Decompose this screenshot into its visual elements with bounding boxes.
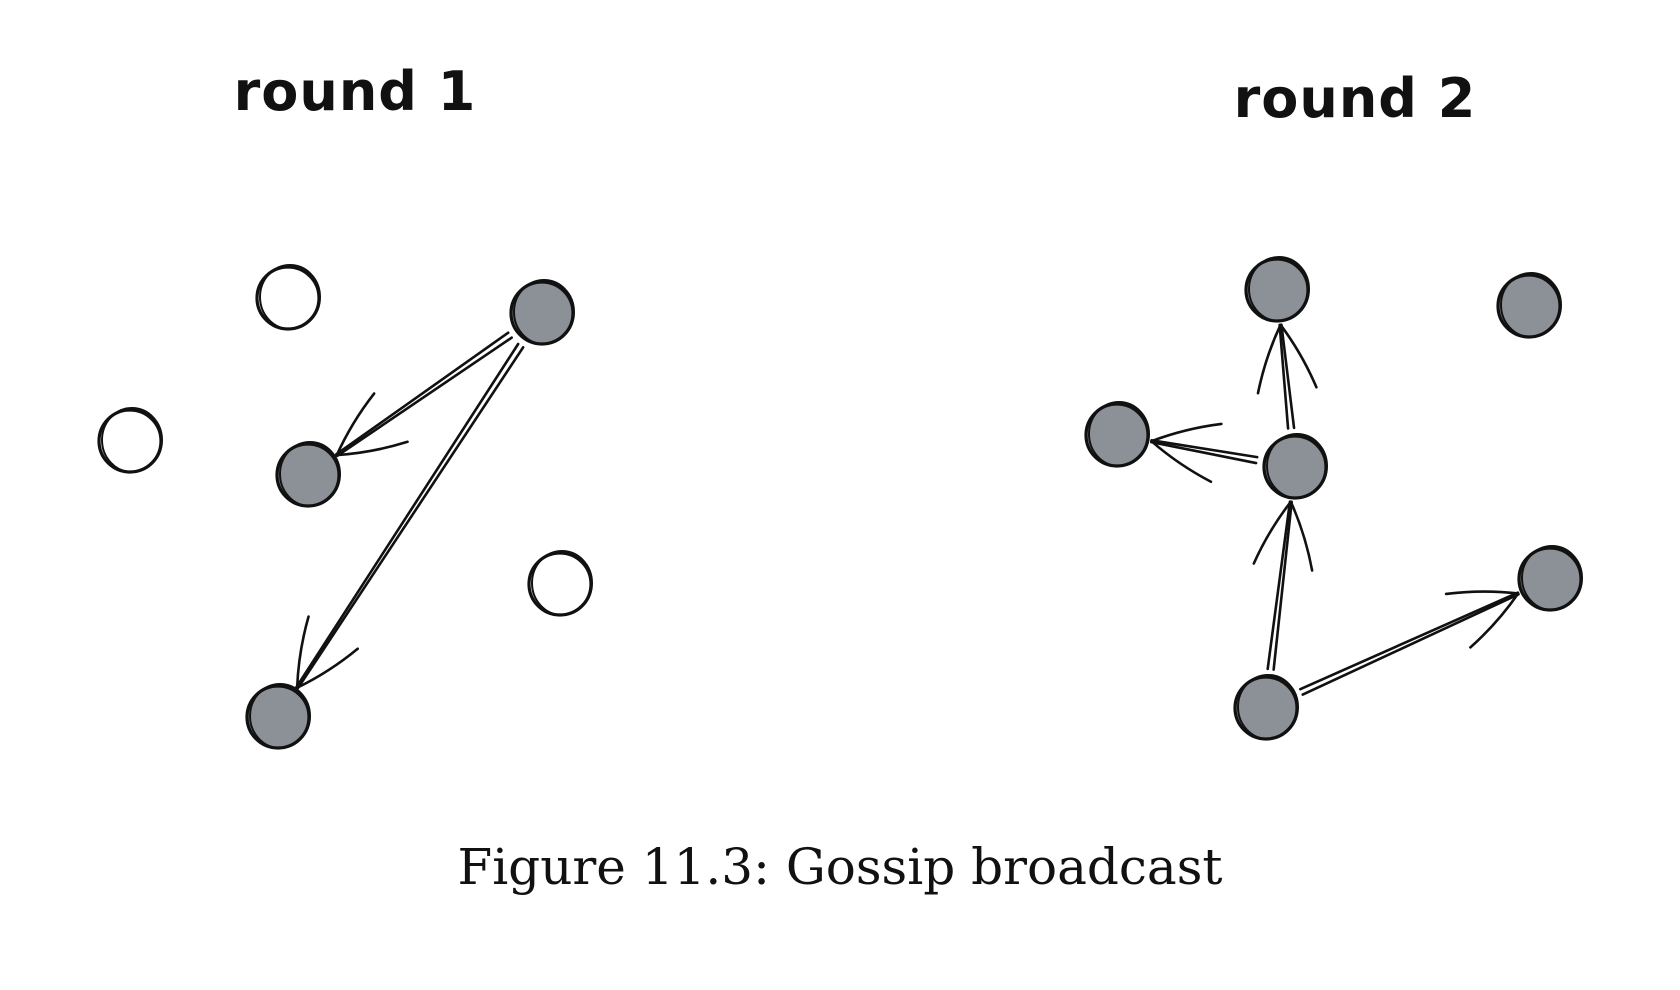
figure-caption: Figure 11.3: Gossip broadcast: [457, 838, 1223, 896]
round-1-node-c-uninformed: [97, 407, 163, 474]
round-2-node-a-informed: [1244, 256, 1310, 323]
round-2-arrow-f-to-e: [1298, 590, 1520, 696]
round-2-panel: [1084, 256, 1583, 741]
round-1-node-b-informed: [509, 279, 575, 346]
round-2-node-e-informed: [1517, 545, 1583, 612]
round-2-node-f-informed: [1233, 674, 1299, 741]
round-2-node-d-informed: [1262, 433, 1328, 500]
round-2-label: round 2: [1234, 67, 1477, 130]
round-1-arrow-b-to-f: [295, 342, 525, 690]
round-2-arrow-f-to-d: [1252, 500, 1314, 671]
round-1-node-f-informed: [245, 683, 311, 750]
round-2-node-b-informed: [1496, 272, 1562, 339]
round-1-node-e-uninformed: [527, 550, 593, 617]
round-1-panel: [97, 264, 593, 750]
round-1-node-d-informed: [275, 441, 341, 508]
round-1-label: round 1: [234, 60, 477, 123]
round-2-arrow-d-to-c: [1149, 422, 1259, 484]
round-1-node-a-uninformed: [255, 264, 321, 331]
round-2-arrow-d-to-a: [1256, 323, 1318, 430]
round-1-arrow-b-to-d: [334, 331, 513, 458]
round-2-node-c-informed: [1084, 401, 1150, 468]
